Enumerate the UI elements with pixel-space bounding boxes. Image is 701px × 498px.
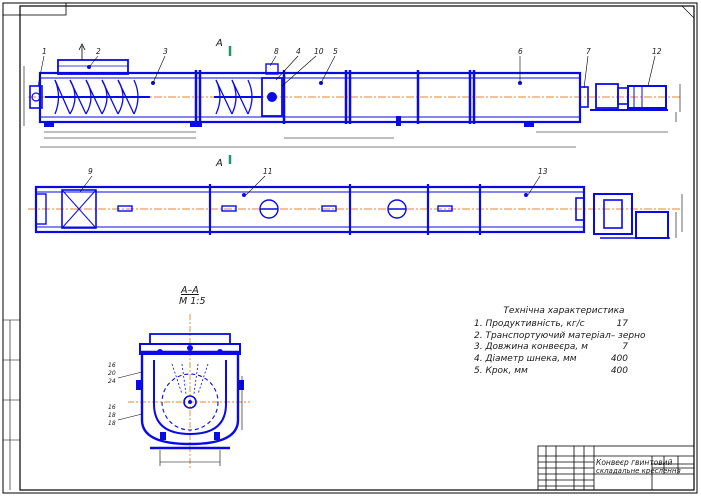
- shaft: [183, 395, 197, 409]
- hanger-bearing: [261, 77, 283, 117]
- plan-marker: [524, 193, 528, 197]
- spec-value: 400: [610, 354, 628, 365]
- front-dimensions: [23, 66, 681, 148]
- title-block-name-2: складальне креслення: [596, 467, 681, 475]
- plan-end-bearing: [575, 197, 585, 221]
- plan-view: [28, 175, 683, 239]
- plan-drive-frame: [593, 193, 633, 235]
- spec-label: 3. Довжина конвеєра, м: [474, 342, 588, 353]
- callout-number: 7: [586, 46, 591, 56]
- binding-strip: [3, 319, 20, 490]
- left-bearing: [29, 85, 43, 109]
- callout-number: 11: [263, 166, 273, 176]
- section-dimension-label: 18: [108, 420, 116, 427]
- callout-number: 12: [652, 46, 662, 56]
- section-a-a: [117, 314, 250, 470]
- plan-end-plate: [35, 193, 47, 225]
- section-scale: М 1:5: [179, 296, 206, 307]
- coupling: [617, 87, 629, 105]
- spec-row: 3. Довжина конвеєра, м 7: [474, 342, 644, 354]
- specs-title: Технічна характеристика: [503, 306, 625, 316]
- callout-number: 4: [296, 46, 301, 56]
- plan-motor: [635, 211, 669, 239]
- top-stamp-box: [2, 2, 67, 16]
- section-dimensions: [117, 371, 243, 466]
- callout-number: 1: [42, 46, 47, 56]
- section-dimension-label: 24: [108, 378, 116, 385]
- feed-arrow-head: [78, 43, 86, 51]
- section-lid: [149, 333, 231, 345]
- callout-number: 13: [538, 166, 548, 176]
- plan-inlet: [61, 189, 97, 229]
- plan-flanges: [208, 184, 482, 235]
- spec-label: 4. Діаметр шнека, мм: [474, 354, 577, 365]
- corner-mark: [682, 5, 695, 18]
- section-title: А–А: [181, 285, 199, 296]
- section-flanges: [194, 70, 476, 124]
- title-block: [537, 445, 695, 491]
- shaft-center: [188, 400, 192, 404]
- screw-flights-1: [45, 79, 150, 115]
- section-dimension-label: 16: [108, 362, 116, 369]
- inlet-diag: [61, 189, 97, 229]
- spec-row: 1. Продуктивність, кг/с 17: [474, 319, 644, 331]
- spec-label: 5. Крок, мм: [474, 365, 528, 376]
- gearbox: [595, 83, 619, 109]
- callout-number: 9: [88, 166, 93, 176]
- callout-number: 5: [333, 46, 338, 56]
- callout-number: 2: [96, 46, 101, 56]
- screw-outline: [161, 373, 219, 431]
- hanger-hub: [267, 92, 277, 102]
- section-dimension-label: 16: [108, 404, 116, 411]
- drawing-frame: [19, 5, 695, 491]
- callout-number: 3: [163, 46, 168, 56]
- technical-specs: Технічна характеристика 1. Продуктивніст…: [474, 306, 646, 378]
- supports: [44, 116, 534, 127]
- spec-label: 1. Продуктивність, кг/с: [474, 318, 585, 329]
- section-bolts: [136, 345, 244, 440]
- left-bearing-hub: [31, 92, 41, 102]
- section-hatch: [171, 363, 209, 395]
- spec-row: 2. Транспортуючий матеріал– зерно: [474, 330, 646, 343]
- spec-value: 17: [616, 318, 628, 329]
- section-mark-lower-label: А: [216, 158, 223, 169]
- plan-openings: [117, 199, 453, 219]
- motor: [627, 85, 667, 109]
- section-housing: [140, 350, 240, 446]
- plan-leaders: [79, 175, 541, 196]
- spec-value: 7: [622, 342, 628, 353]
- section-dimension-label: 20: [108, 370, 116, 377]
- spec-value: 400: [610, 365, 628, 376]
- section-dimension-label: 18: [108, 412, 116, 419]
- green-markers: [87, 65, 522, 85]
- section-inner-trough: [153, 360, 227, 436]
- callout-number: 6: [518, 46, 523, 56]
- callout-number: 8: [274, 46, 279, 56]
- corner-diagonal: [681, 5, 695, 19]
- callout-number: 10: [314, 46, 324, 56]
- spec-row: 4. Діаметр шнека, мм 400: [474, 354, 644, 366]
- spec-label: 2. Транспортуючий матеріал– зерно: [474, 330, 646, 341]
- spec-row: 5. Крок, мм 400: [474, 366, 644, 378]
- plan-dimensions: [675, 194, 683, 238]
- plan-marker: [242, 193, 246, 197]
- section-mark-upper-label: А: [216, 38, 223, 49]
- title-block-name-1: Конвеєр гвинтовий: [596, 458, 673, 467]
- front-view: [23, 43, 681, 148]
- feed-hopper: [57, 59, 129, 75]
- front-leaders: [37, 55, 656, 89]
- hanger-top: [265, 63, 279, 75]
- plan-gearbox: [603, 199, 623, 229]
- screw-flights-2: [214, 79, 262, 115]
